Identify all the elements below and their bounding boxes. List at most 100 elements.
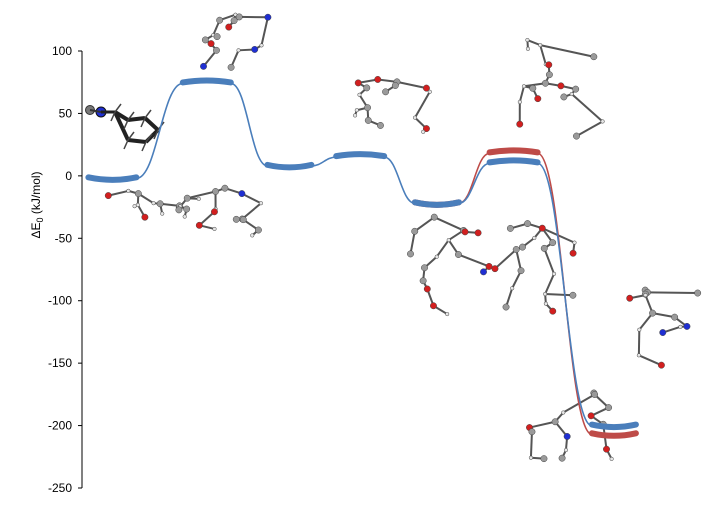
atom xyxy=(201,36,209,44)
atom xyxy=(364,104,371,112)
bond xyxy=(140,117,146,128)
atom xyxy=(543,301,548,306)
atom xyxy=(134,190,142,198)
atom xyxy=(694,289,702,297)
energy-level-point xyxy=(333,151,388,160)
atom xyxy=(354,79,362,87)
bond xyxy=(539,44,547,65)
atom xyxy=(251,45,259,53)
y-tick-label: -100 xyxy=(48,294,72,308)
atom xyxy=(427,89,432,94)
energy-level-point xyxy=(411,199,462,208)
atom xyxy=(524,220,531,228)
atom xyxy=(649,309,657,317)
bond xyxy=(187,190,216,200)
atom xyxy=(182,214,187,219)
atom xyxy=(126,188,131,193)
atom xyxy=(569,291,577,299)
atom xyxy=(374,76,382,83)
atom xyxy=(207,40,215,48)
atom xyxy=(549,239,557,247)
atom xyxy=(569,91,574,97)
atom xyxy=(549,307,557,315)
bond xyxy=(153,129,159,140)
atom xyxy=(563,448,569,453)
atom xyxy=(382,88,390,96)
bond xyxy=(113,111,130,141)
bond xyxy=(127,116,146,122)
atom xyxy=(258,201,264,206)
molecule-structure xyxy=(104,188,191,221)
atom xyxy=(421,264,428,272)
y-tick-label: -250 xyxy=(48,481,72,495)
bond xyxy=(414,91,431,119)
transition-curve xyxy=(136,82,184,180)
atom xyxy=(485,262,493,270)
cyclohexyl-fragment xyxy=(85,103,165,152)
atom xyxy=(445,311,450,317)
atom xyxy=(227,63,235,71)
atom xyxy=(357,92,362,97)
atom xyxy=(609,456,614,461)
bond xyxy=(518,86,525,103)
atom xyxy=(561,410,566,415)
energy-level-point xyxy=(486,147,541,156)
atom xyxy=(461,228,469,236)
molecule-structure xyxy=(526,389,614,463)
atom xyxy=(506,224,514,232)
bond xyxy=(638,354,662,367)
atom xyxy=(529,84,537,92)
atom xyxy=(196,196,201,201)
atom xyxy=(538,43,543,48)
atom xyxy=(354,108,359,113)
bond xyxy=(241,192,262,205)
atom xyxy=(212,188,219,195)
atom xyxy=(590,53,598,61)
atom xyxy=(558,454,566,462)
molecular-structures xyxy=(85,12,702,463)
transition-curve xyxy=(537,162,593,427)
y-axis-title-unit: (kJ/mol) xyxy=(29,171,43,217)
energy-level-point xyxy=(588,421,639,431)
atom xyxy=(474,229,482,237)
bond xyxy=(409,231,416,255)
energy-level-point xyxy=(588,430,639,439)
atom xyxy=(183,205,191,213)
molecule-structure xyxy=(491,220,577,315)
atom xyxy=(430,213,438,221)
atom xyxy=(156,200,164,208)
atom xyxy=(560,93,568,101)
bond xyxy=(523,82,546,88)
bond xyxy=(638,312,654,331)
atom xyxy=(160,211,165,216)
y-axis-title: ΔE0 (kJ/mol) xyxy=(29,171,45,238)
y-tick-label: 0 xyxy=(65,169,72,183)
atom xyxy=(132,204,137,209)
atom xyxy=(541,79,549,87)
bond xyxy=(515,249,523,271)
bond xyxy=(544,273,555,295)
atom xyxy=(519,243,526,251)
transition-curve xyxy=(311,156,337,167)
molecule-structure xyxy=(516,37,605,140)
atom xyxy=(232,215,240,223)
energy-curves xyxy=(85,77,639,439)
atom xyxy=(213,46,220,54)
y-tick-label: -50 xyxy=(55,231,73,245)
atom xyxy=(230,17,238,25)
bond xyxy=(529,431,533,458)
atom xyxy=(446,238,451,243)
bond xyxy=(145,133,153,143)
bond xyxy=(114,103,122,113)
bond xyxy=(89,109,102,113)
atom xyxy=(637,327,642,332)
atom xyxy=(540,455,548,463)
y-tick-label: 100 xyxy=(52,44,72,58)
molecule-structure xyxy=(626,286,702,369)
bond xyxy=(647,291,698,295)
atom xyxy=(543,291,548,297)
atom xyxy=(391,82,399,89)
atom xyxy=(412,115,418,120)
bond xyxy=(494,248,517,270)
bond xyxy=(545,293,573,297)
